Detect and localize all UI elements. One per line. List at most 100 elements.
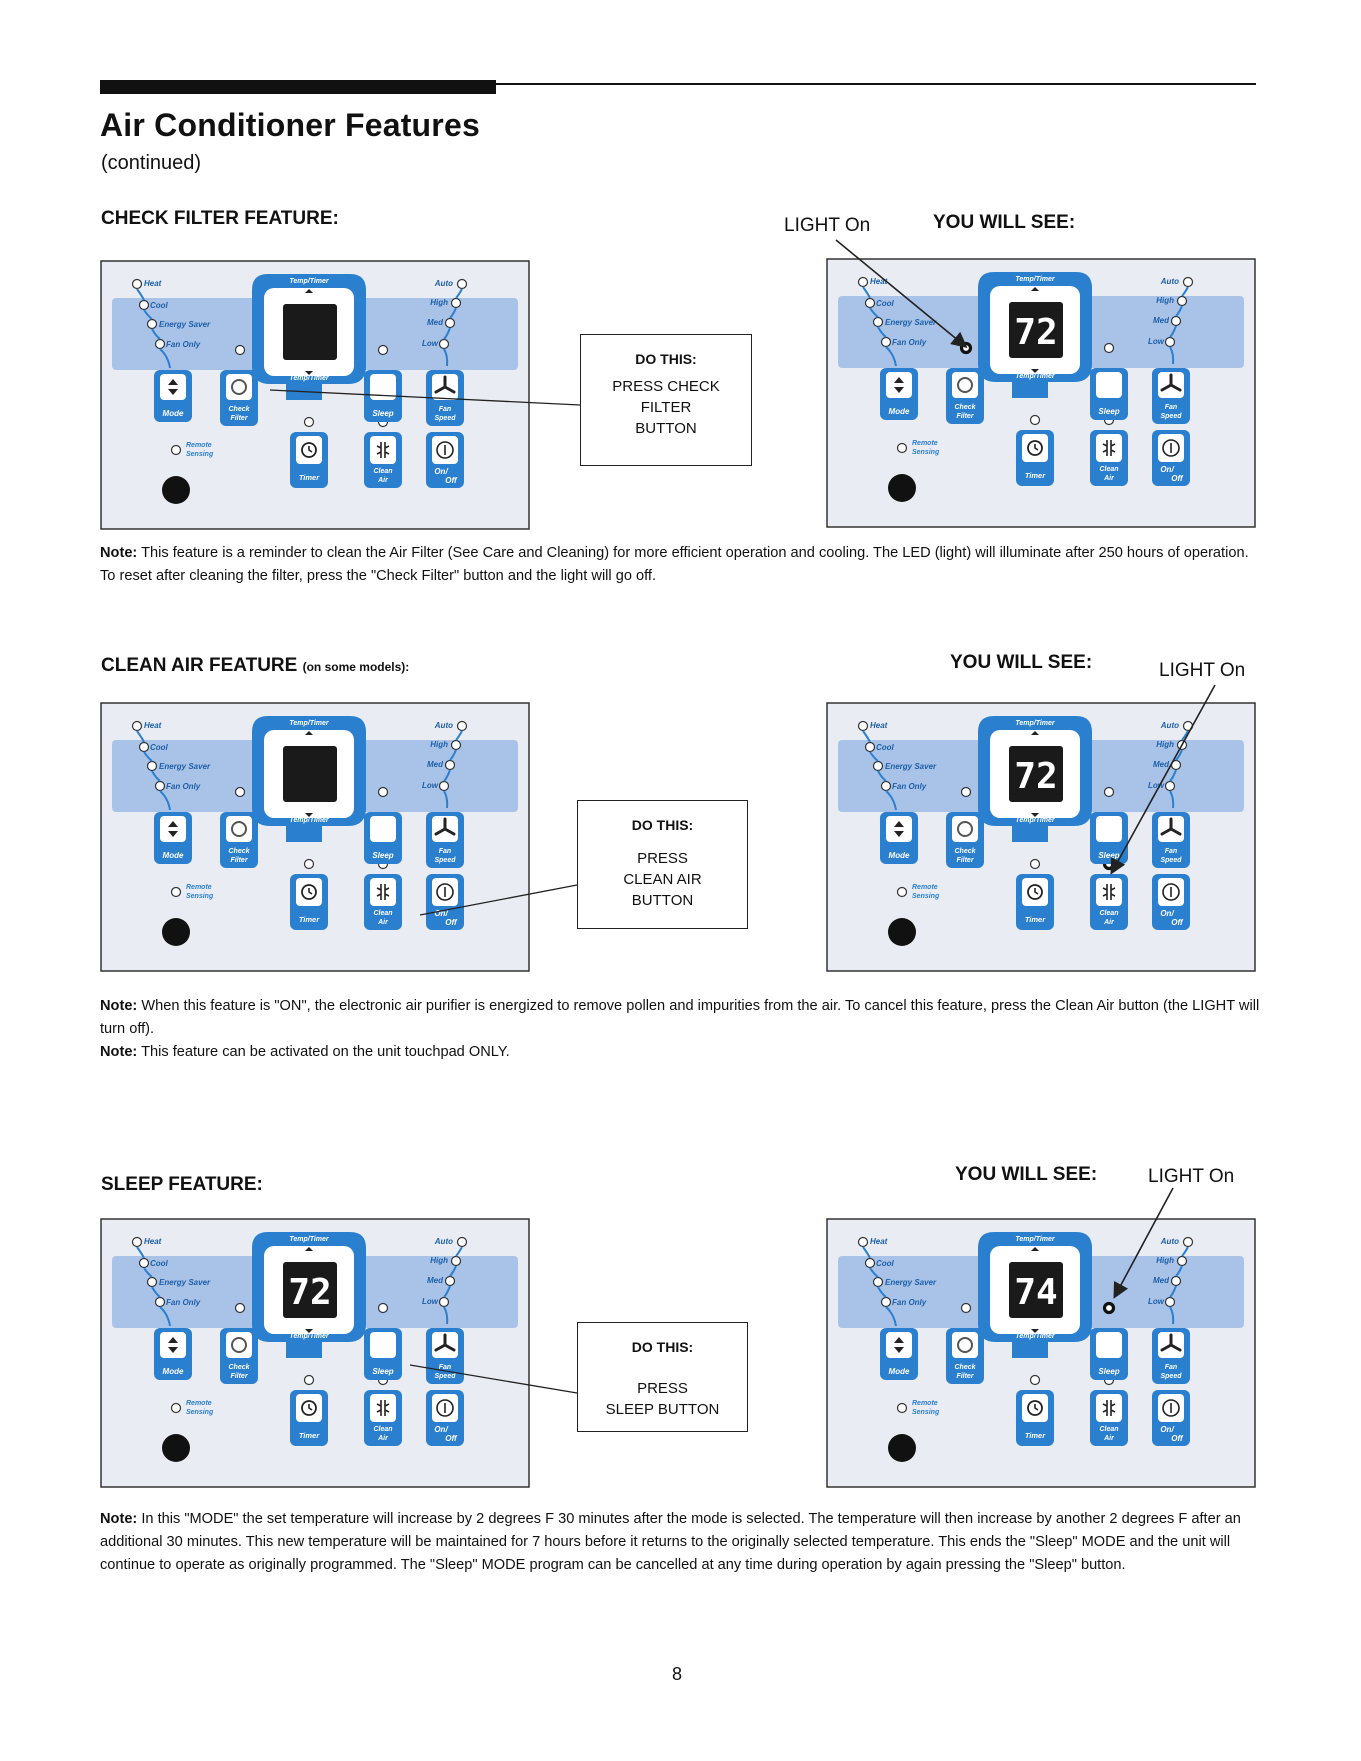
- svg-text:Filter: Filter: [956, 1373, 974, 1380]
- svg-text:Off: Off: [445, 918, 458, 927]
- svg-text:Fan: Fan: [439, 848, 451, 855]
- svg-text:High: High: [1156, 296, 1174, 305]
- svg-text:Mode: Mode: [889, 851, 910, 860]
- svg-text:Remote: Remote: [186, 1400, 212, 1407]
- svg-text:Fan Only: Fan Only: [166, 782, 201, 791]
- svg-text:Remote: Remote: [912, 884, 938, 891]
- svg-text:72: 72: [1014, 756, 1057, 797]
- svg-text:Sensing: Sensing: [186, 451, 214, 458]
- svg-text:Clean: Clean: [373, 910, 392, 917]
- svg-text:Filter: Filter: [956, 857, 974, 864]
- svg-text:Fan Only: Fan Only: [166, 1298, 201, 1307]
- svg-text:Energy Saver: Energy Saver: [885, 1278, 937, 1287]
- svg-text:Heat: Heat: [144, 721, 162, 730]
- svg-text:Energy Saver: Energy Saver: [159, 320, 211, 329]
- svg-text:Heat: Heat: [144, 1237, 162, 1246]
- svg-text:Fan Only: Fan Only: [166, 340, 201, 349]
- check-filter-panel-before: Temp/Timer Temp/Timer Heat Cool Energy S…: [100, 260, 530, 530]
- sleep-note: Note: In this "MODE" the set temperature…: [100, 1508, 1260, 1577]
- page-title: Air Conditioner Features: [100, 107, 480, 143]
- svg-text:Cool: Cool: [150, 743, 169, 752]
- do-this-title: DO THIS:: [631, 1339, 694, 1355]
- svg-text:Med: Med: [427, 760, 444, 769]
- note-text: In this "MODE" the set temperature will …: [100, 1511, 1241, 1573]
- svg-text:Fan: Fan: [1165, 1364, 1177, 1371]
- svg-text:On/: On/: [434, 909, 448, 918]
- svg-text:72: 72: [288, 1272, 331, 1313]
- note-text: When this feature is "ON", the electroni…: [100, 998, 1260, 1037]
- svg-text:Low: Low: [1148, 1297, 1165, 1306]
- clean-air-do-this-box: DO THIS: PRESS CLEAN AIR BUTTON: [577, 800, 748, 929]
- do-this-line: PRESS: [637, 850, 688, 867]
- svg-text:Heat: Heat: [144, 279, 162, 288]
- svg-text:Air: Air: [377, 1435, 389, 1442]
- svg-text:Sensing: Sensing: [186, 1409, 214, 1416]
- clean-air-light-on-label: LIGHT On: [1159, 660, 1246, 681]
- svg-text:Fan Only: Fan Only: [892, 782, 927, 791]
- do-this-line: PRESS CHECK: [612, 378, 720, 395]
- clean-air-light-arrow: [1110, 684, 1216, 875]
- svg-text:Check: Check: [228, 848, 250, 855]
- clean-air-leader-line: [419, 884, 578, 916]
- svg-text:Temp/Timer: Temp/Timer: [1015, 720, 1056, 727]
- svg-text:Speed: Speed: [1160, 413, 1182, 420]
- svg-text:Cool: Cool: [876, 1259, 895, 1268]
- do-this-line: BUTTON: [631, 892, 694, 909]
- svg-text:Temp/Timer: Temp/Timer: [289, 278, 330, 285]
- svg-text:Timer: Timer: [299, 1431, 320, 1440]
- svg-text:Speed: Speed: [434, 1373, 456, 1380]
- check-filter-light-on-label: LIGHT On: [784, 215, 871, 236]
- svg-text:Clean: Clean: [1099, 1426, 1118, 1433]
- svg-text:Filter: Filter: [956, 413, 974, 420]
- svg-text:Sleep: Sleep: [1098, 407, 1119, 416]
- svg-text:Sleep: Sleep: [1098, 1367, 1119, 1376]
- svg-text:Sensing: Sensing: [912, 449, 940, 456]
- svg-text:Temp/Timer: Temp/Timer: [289, 1236, 330, 1243]
- sleep-heading: SLEEP FEATURE:: [101, 1174, 263, 1195]
- clean-air-note: Note: When this feature is "ON", the ele…: [100, 995, 1260, 1064]
- svg-text:Check: Check: [954, 848, 976, 855]
- svg-text:Sensing: Sensing: [912, 1409, 940, 1416]
- svg-text:High: High: [430, 298, 448, 307]
- svg-text:Temp/Timer: Temp/Timer: [1015, 817, 1056, 824]
- check-filter-note: Note: This feature is a reminder to clea…: [100, 542, 1260, 588]
- svg-text:Mode: Mode: [163, 1367, 184, 1376]
- svg-text:Auto: Auto: [1160, 1237, 1179, 1246]
- svg-text:Clean: Clean: [373, 468, 392, 475]
- svg-text:Check: Check: [954, 1364, 976, 1371]
- svg-text:Mode: Mode: [163, 851, 184, 860]
- svg-text:Mode: Mode: [163, 409, 184, 418]
- clean-air-panel-after: Temp/Timer Temp/Timer 72 Heat Cool Energ…: [826, 702, 1256, 972]
- svg-text:Auto: Auto: [1160, 277, 1179, 286]
- svg-text:Heat: Heat: [870, 1237, 888, 1246]
- do-this-line: BUTTON: [635, 420, 697, 437]
- control-panel-illustration: Temp/Timer Temp/Timer Heat Cool Energy S…: [100, 702, 530, 972]
- svg-text:Clean: Clean: [1099, 466, 1118, 473]
- svg-text:Off: Off: [1171, 918, 1184, 927]
- sleep-you-will-see: YOU WILL SEE:: [955, 1164, 1098, 1185]
- svg-text:Speed: Speed: [434, 415, 456, 422]
- svg-text:Fan: Fan: [1165, 404, 1177, 411]
- do-this-title: DO THIS:: [635, 351, 697, 367]
- svg-text:Temp/Timer: Temp/Timer: [1015, 276, 1056, 283]
- svg-text:Low: Low: [422, 781, 439, 790]
- svg-text:Sleep: Sleep: [372, 1367, 393, 1376]
- sleep-leader-line: [409, 1364, 578, 1394]
- svg-text:Sensing: Sensing: [186, 893, 214, 900]
- svg-text:Temp/Timer: Temp/Timer: [1015, 373, 1056, 380]
- svg-text:On/: On/: [1160, 1425, 1174, 1434]
- clean-air-you-will-see: YOU WILL SEE:: [950, 652, 1093, 673]
- page-subtitle: (continued): [101, 152, 202, 174]
- do-this-line: PRESS: [637, 1380, 688, 1397]
- svg-text:Low: Low: [422, 1297, 439, 1306]
- svg-text:Off: Off: [1171, 474, 1184, 483]
- check-filter-leader-line: [269, 389, 581, 406]
- svg-text:Clean: Clean: [373, 1426, 392, 1433]
- svg-text:Temp/Timer: Temp/Timer: [1015, 1333, 1056, 1340]
- svg-text:Med: Med: [1153, 1276, 1170, 1285]
- svg-text:Timer: Timer: [1025, 915, 1046, 924]
- svg-text:High: High: [1156, 740, 1174, 749]
- svg-text:Energy Saver: Energy Saver: [159, 1278, 211, 1287]
- svg-text:Cool: Cool: [876, 743, 895, 752]
